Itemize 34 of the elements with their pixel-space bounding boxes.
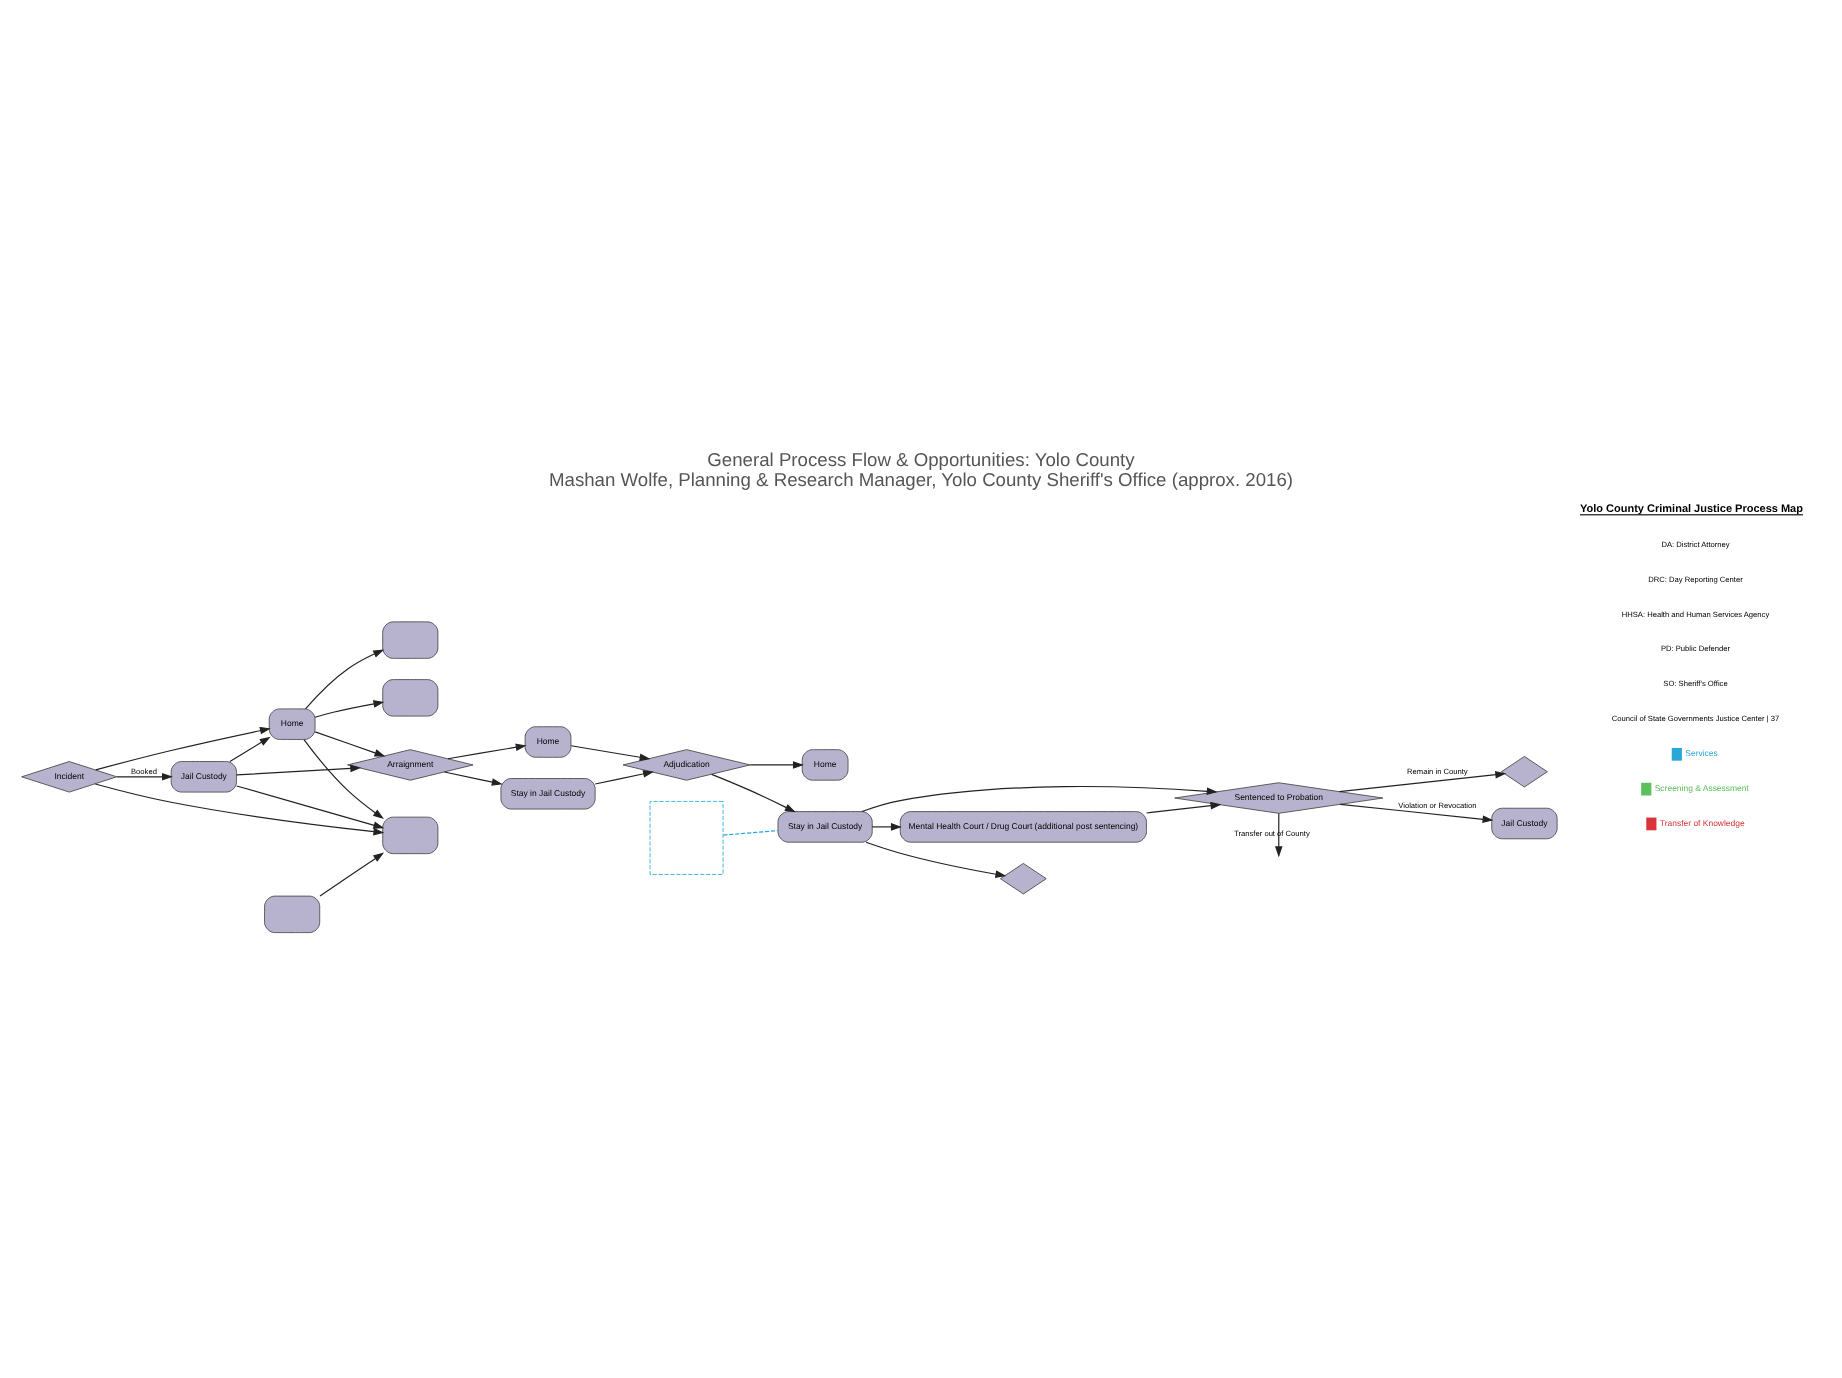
arrow — [314, 730, 386, 756]
arrow — [236, 763, 362, 775]
node-diamond — [1501, 755, 1548, 787]
arrow — [229, 735, 271, 762]
caption: Mashan Wolfe, Planning & Research Manager, Yolo County Sheriff's Office (approx. 2016) — [548, 469, 1294, 490]
arrow — [116, 772, 173, 780]
connector — [722, 829, 779, 835]
arrow — [570, 744, 651, 760]
arrow — [711, 772, 796, 812]
node-box — [382, 815, 439, 854]
arrow — [861, 784, 1218, 812]
arrow — [1146, 800, 1222, 813]
node-box — [382, 678, 439, 716]
arrow — [447, 742, 527, 759]
arrow — [749, 760, 804, 768]
arrow — [443, 770, 503, 785]
arrow — [94, 782, 385, 835]
arrow — [871, 822, 902, 830]
node-box — [649, 800, 724, 874]
arrow — [594, 769, 654, 784]
arrow — [236, 784, 385, 828]
arrow — [865, 840, 1007, 877]
arrow — [319, 851, 385, 896]
arrow — [95, 725, 271, 770]
arrow — [303, 737, 384, 818]
arrow — [314, 699, 385, 717]
arrow — [304, 648, 385, 709]
arrow — [1274, 811, 1283, 857]
node-box — [382, 620, 439, 658]
node-diamond — [1000, 862, 1047, 894]
diagram-title: General Process Flow & Opportunities: Yolo County — [707, 448, 1135, 469]
arrow — [1339, 802, 1494, 823]
node-box — [264, 894, 321, 933]
arrow — [1338, 769, 1507, 792]
